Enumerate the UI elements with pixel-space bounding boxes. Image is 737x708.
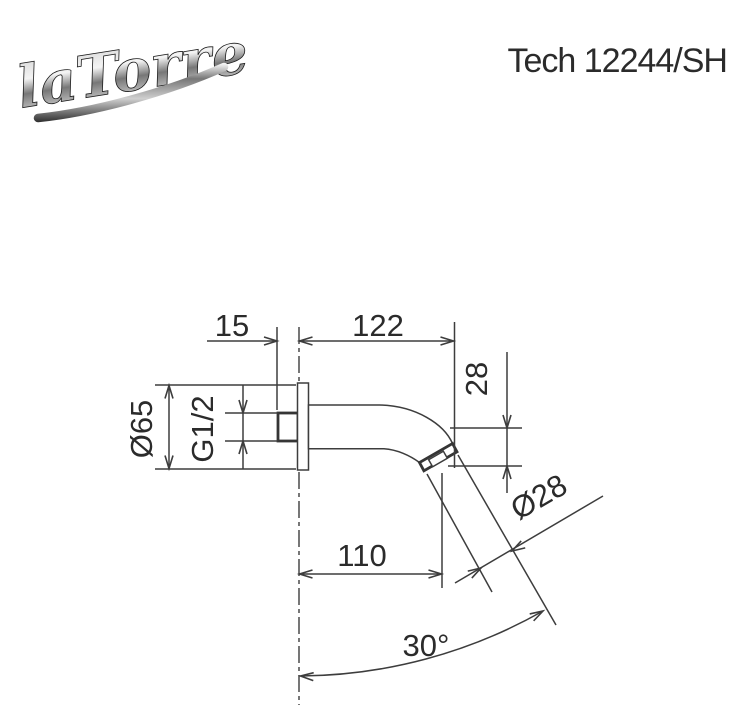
- dim-30deg-group: 30°: [299, 606, 546, 682]
- extension-line: [457, 454, 557, 626]
- dim-label-110: 110: [337, 538, 386, 573]
- dim-label-122: 122: [352, 308, 404, 343]
- thread-connector: [276, 411, 300, 443]
- dim-label-g12: G1/2: [185, 395, 220, 462]
- brand-logo-underline: [33, 62, 229, 123]
- dim-15-group: 15: [207, 308, 278, 410]
- extension-line: [426, 473, 493, 593]
- dim-label-d28: Ø28: [505, 467, 573, 527]
- model-number: Tech 12244/SH: [508, 42, 728, 80]
- dim-label-65: Ø65: [124, 400, 159, 459]
- dim-65-group: Ø65: [124, 384, 296, 470]
- angle-arc: [300, 610, 544, 677]
- dim-label-15: 15: [215, 308, 249, 343]
- aerator-notch: [427, 450, 449, 468]
- dim-28-group: 28: [448, 352, 522, 493]
- spout-body: [307, 404, 454, 464]
- dim-122-group: 122: [298, 308, 456, 468]
- dim-d28-group: Ø28: [426, 454, 604, 626]
- dim-g12-group: G1/2: [185, 385, 278, 469]
- dim-label-28: 28: [459, 362, 494, 396]
- dim-110-group: 110: [298, 473, 443, 588]
- brand-logo: laTorre: [12, 18, 253, 123]
- faucet-outline: [276, 382, 459, 473]
- dim-label-30deg: 30°: [403, 628, 450, 663]
- wall-plate: [296, 382, 310, 471]
